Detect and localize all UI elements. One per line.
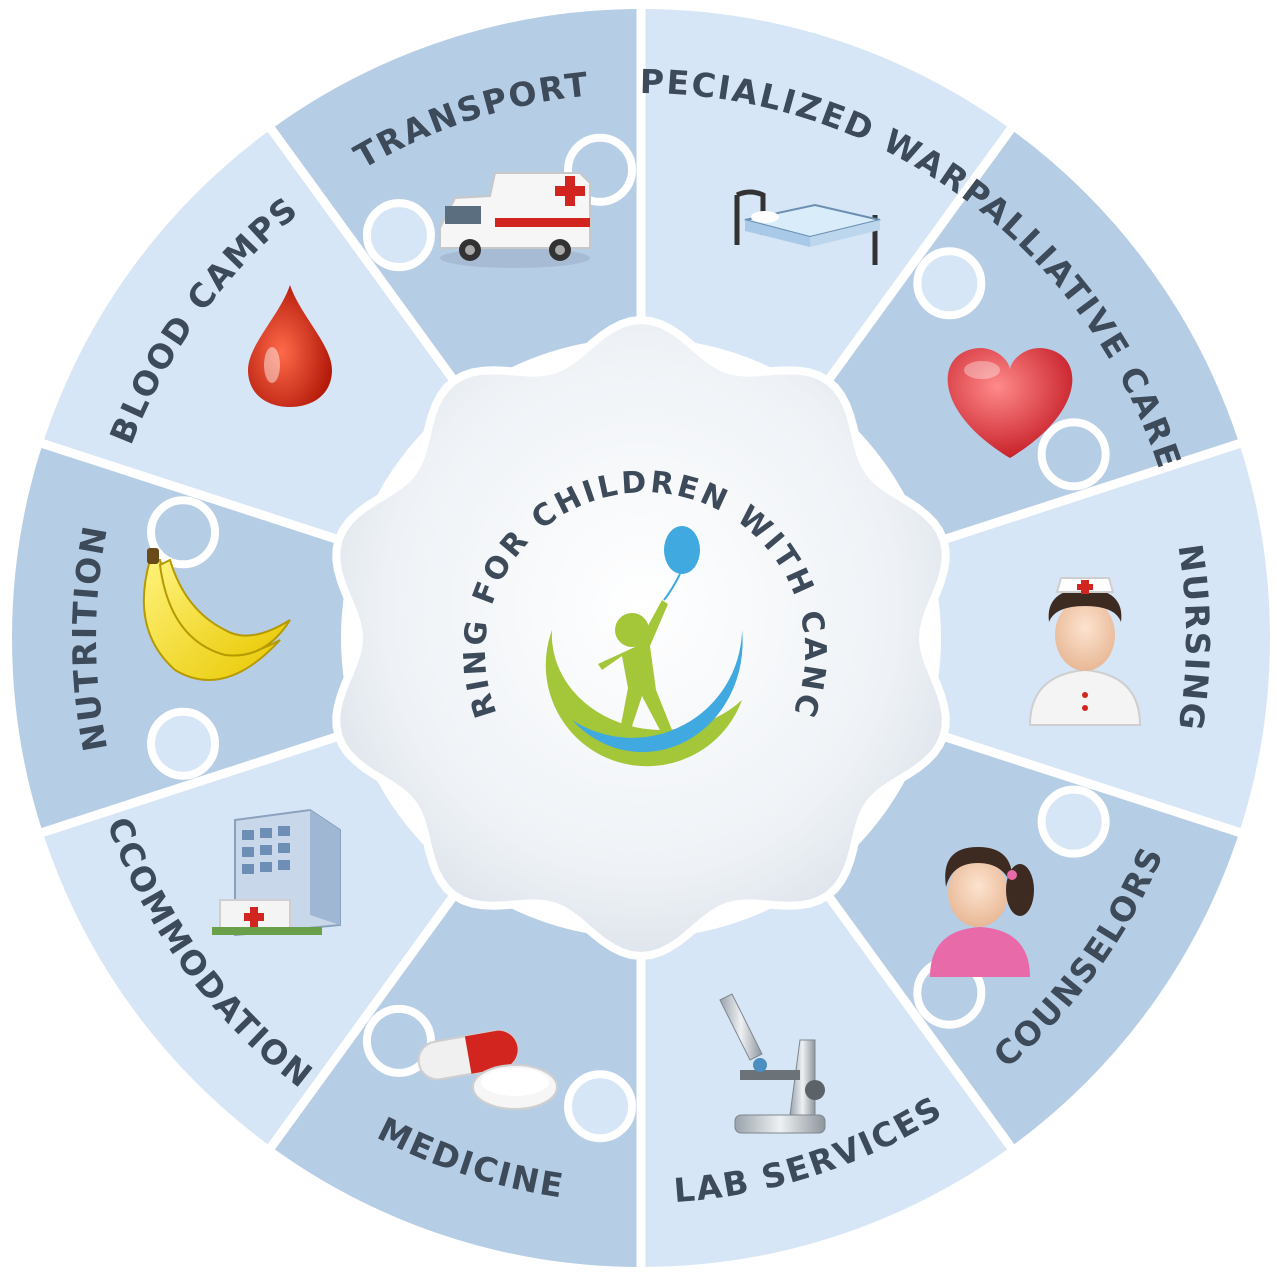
puzzle-knob xyxy=(362,1004,435,1077)
segment-blood-camps xyxy=(39,126,465,546)
segment-palliative-care xyxy=(817,126,1243,546)
hospital-building-icon xyxy=(212,808,341,937)
nurse-icon xyxy=(1028,577,1142,726)
charity-logo xyxy=(545,526,743,767)
segment-divider xyxy=(265,124,469,398)
segment-accommodations xyxy=(39,730,465,1150)
banana-icon xyxy=(142,548,291,681)
segment-divider xyxy=(38,438,358,550)
hospital-bed-icon xyxy=(734,189,881,265)
balloon-icon xyxy=(664,526,700,574)
segment-divider xyxy=(813,878,1017,1152)
puzzle-knob xyxy=(147,496,220,569)
segment-divider xyxy=(813,124,1017,398)
icons-layer xyxy=(142,172,1142,1134)
segment-counselors xyxy=(817,730,1243,1150)
segment-specialized-ward xyxy=(641,6,1013,396)
puzzle-knob xyxy=(1037,418,1110,491)
blood-drop-icon xyxy=(248,285,332,407)
puzzle-knob xyxy=(913,247,986,320)
segment-divider xyxy=(265,878,469,1152)
segment-divider xyxy=(924,726,1244,838)
heart-icon xyxy=(947,348,1073,458)
segment-divider xyxy=(38,726,358,838)
puzzle-knob xyxy=(564,1070,637,1143)
dividers-layer xyxy=(6,3,1276,1273)
segment-lab-services xyxy=(641,880,1013,1270)
counselor-icon xyxy=(930,847,1034,977)
puzzle-knob xyxy=(147,707,220,780)
outer-ring xyxy=(6,3,1276,1273)
pills-icon xyxy=(417,1029,558,1110)
microscope-icon xyxy=(719,993,826,1134)
puzzle-knob xyxy=(362,199,435,272)
balloon-string xyxy=(663,573,681,601)
ambulance-icon xyxy=(439,172,591,268)
logo-arc-blue xyxy=(572,630,743,753)
segment-divider xyxy=(924,438,1244,550)
puzzle-knob xyxy=(1037,785,1110,858)
child-silhouette xyxy=(598,600,672,734)
